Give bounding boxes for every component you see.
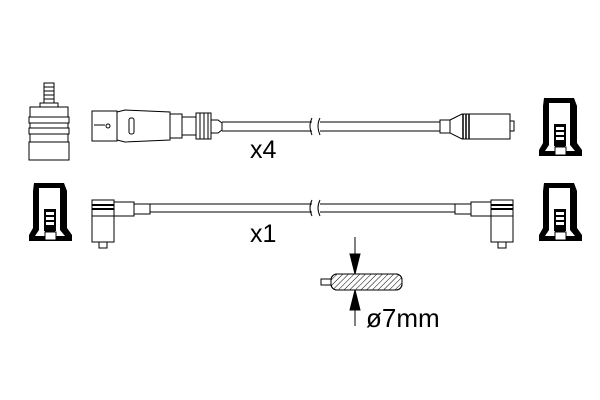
distributor-cap-bottom-left (28, 182, 73, 242)
quantity-angled-label: x1 (250, 220, 276, 248)
straight-end-connector (439, 113, 515, 140)
straight-cable (222, 117, 440, 136)
spark-plug (28, 82, 70, 161)
diameter-label: ø7mm (366, 303, 440, 333)
quantity-straight-label: x4 (250, 136, 277, 164)
distributor-cap-bottom-right (538, 182, 583, 242)
distributor-cap-top-right (538, 97, 583, 157)
straight-boot-connector (91, 109, 223, 143)
cable-cross-section (320, 237, 403, 326)
angled-boot-right (454, 199, 514, 249)
angled-cable (150, 199, 455, 217)
angled-boot-left (91, 199, 151, 249)
